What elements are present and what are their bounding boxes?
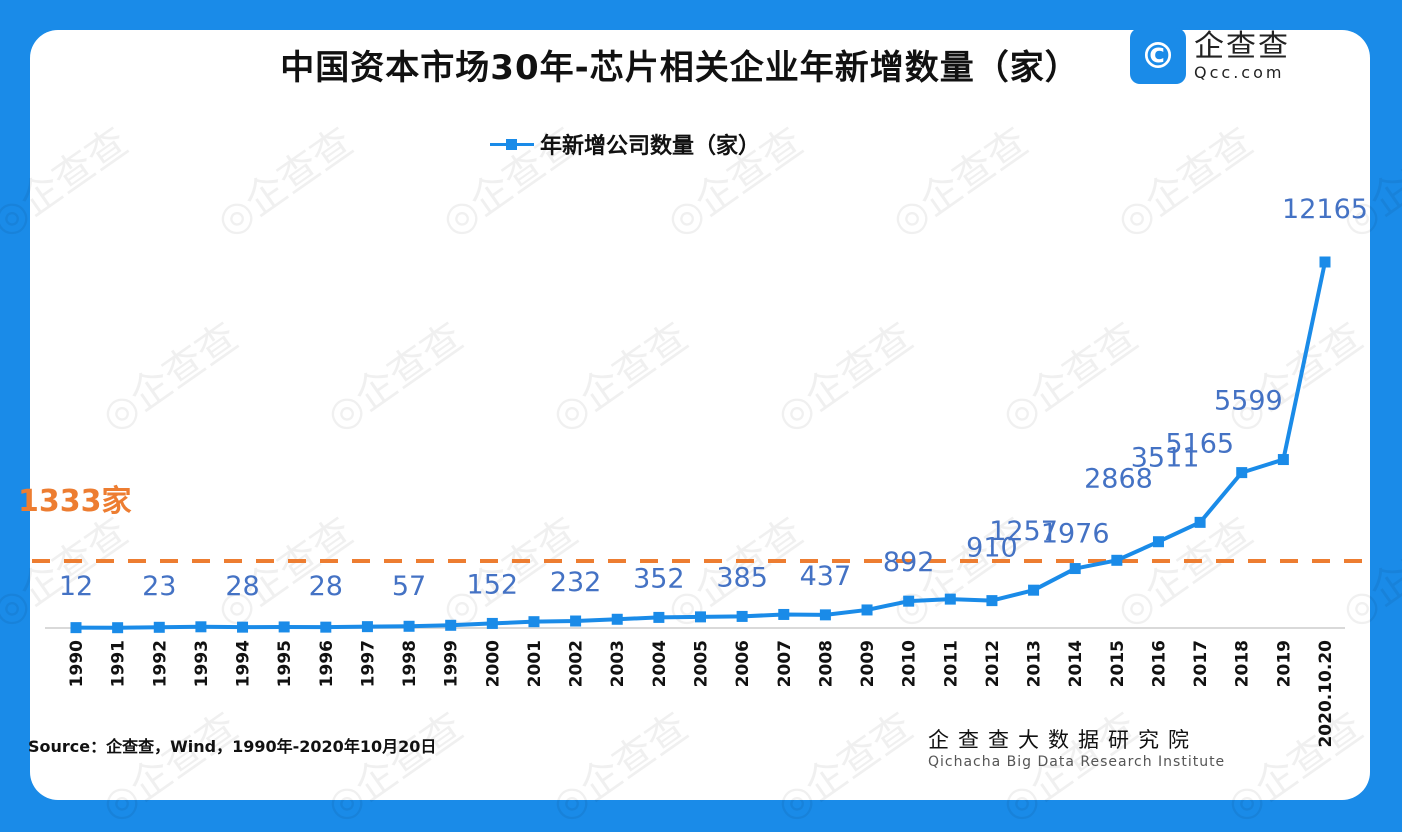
data-point [570, 615, 582, 627]
data-point [736, 610, 748, 622]
data-point [278, 621, 290, 633]
data-label: 892 [883, 547, 935, 578]
x-tick-label: 2003 [608, 640, 628, 687]
data-point [695, 611, 706, 623]
logo-cn: 企查查 [1194, 28, 1290, 64]
data-point [653, 611, 665, 623]
x-tick-label: 2019 [1274, 640, 1294, 687]
x-tick-label: 2010 [900, 640, 920, 687]
data-point [986, 595, 998, 607]
data-point [1277, 454, 1289, 466]
x-tick-label: 1996 [317, 640, 337, 687]
data-label: 385 [716, 562, 768, 593]
data-point [778, 608, 790, 620]
source-note: Source：企查查，Wind，1990年-2020年10月20日 [28, 737, 437, 756]
data-label: 437 [800, 561, 852, 592]
legend: 年新增公司数量（家） [490, 128, 760, 160]
data-point [112, 622, 124, 634]
x-tick-label: 1995 [275, 640, 295, 687]
institute-cn: 企查查大数据研究院 [928, 728, 1198, 752]
data-point [320, 621, 332, 633]
x-tick-label: 2000 [483, 640, 503, 687]
x-tick-label: 2006 [733, 640, 753, 687]
x-tick-label: 1990 [67, 640, 87, 687]
institute-en: Qichacha Big Data Research Institute [928, 754, 1226, 770]
data-point [903, 595, 915, 607]
data-label: 5165 [1165, 429, 1234, 460]
x-tick-label: 2012 [983, 640, 1003, 687]
data-point [1028, 584, 1040, 596]
data-label: 23 [142, 571, 176, 602]
x-tick-label: 1998 [400, 640, 420, 687]
x-tick-label: 2008 [816, 640, 836, 687]
qcc-logo: © 企查查 Qcc.com [1130, 28, 1290, 84]
x-tick-label: 1994 [234, 640, 254, 687]
data-point [70, 622, 82, 634]
x-tick-label: 2018 [1233, 640, 1253, 687]
x-tick-label: 2009 [858, 640, 878, 687]
x-tick-label: 2004 [650, 640, 670, 687]
data-label: 1257 [989, 516, 1058, 547]
qcc-logo-icon: © [1130, 28, 1186, 84]
data-label: 352 [633, 563, 685, 594]
legend-marker-icon [490, 137, 534, 151]
data-point [153, 621, 165, 633]
data-point [528, 616, 540, 628]
x-tick-label: 2001 [525, 640, 545, 687]
data-label: 910 [966, 533, 1018, 564]
data-point [237, 621, 249, 633]
data-label: 232 [550, 567, 602, 598]
x-tick-label: 2014 [1066, 640, 1086, 687]
reference-line-label: 1333家 [18, 484, 132, 519]
data-point [611, 613, 623, 625]
x-tick-label: 1999 [442, 640, 462, 687]
data-point [403, 620, 415, 632]
data-label: 12 [59, 571, 93, 602]
data-point [445, 619, 457, 631]
x-tick-label: 2017 [1191, 640, 1211, 687]
data-point [819, 609, 831, 621]
x-tick-label: 2011 [941, 640, 961, 687]
institute: 企查查大数据研究院 Qichacha Big Data Research Ins… [928, 724, 1225, 770]
chart-title: 中国资本市场30年-芯片相关企业年新增数量（家） [280, 48, 1080, 88]
data-point [361, 621, 373, 633]
data-label: 1976 [1041, 519, 1110, 550]
data-point [1194, 516, 1206, 528]
x-tick-label: 1993 [192, 640, 212, 687]
data-label: 5599 [1214, 386, 1283, 417]
data-point [1069, 563, 1081, 575]
data-point [1236, 467, 1248, 479]
logo-en: Qcc.com [1194, 62, 1285, 82]
x-tick-label: 2015 [1108, 640, 1128, 687]
legend-label: 年新增公司数量（家） [540, 134, 761, 159]
data-point [861, 604, 873, 616]
data-label: 28 [309, 571, 343, 602]
data-label: 57 [392, 571, 426, 602]
data-point [1111, 554, 1123, 566]
x-tick-label: 1991 [109, 640, 129, 687]
chart-card [30, 30, 1370, 800]
x-tick-label: 2002 [567, 640, 587, 687]
data-point [486, 617, 498, 629]
data-label: 3511 [1131, 442, 1200, 473]
x-tick-label: 2013 [1025, 640, 1045, 687]
x-tick-label: 1997 [358, 640, 378, 687]
x-tick-label: 2016 [1149, 640, 1169, 687]
x-tick-label: 2007 [775, 640, 795, 687]
x-tick-label: 1992 [150, 640, 170, 687]
x-tick-label: 2005 [692, 640, 712, 687]
data-point [944, 593, 956, 605]
data-label: 2868 [1084, 464, 1153, 495]
data-point [1319, 256, 1331, 268]
x-tick-label: 2020.10.20 [1316, 640, 1336, 748]
data-point [1152, 536, 1164, 548]
data-point [195, 621, 207, 633]
data-label: 152 [467, 569, 519, 600]
data-label: 12165 [1282, 194, 1368, 225]
data-label: 28 [225, 571, 259, 602]
